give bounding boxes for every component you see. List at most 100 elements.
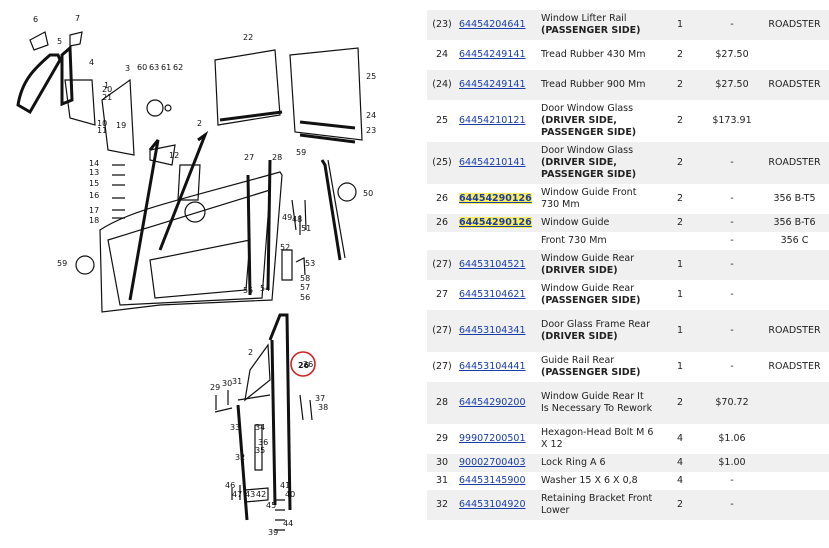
part-number-link[interactable]: 99907200501 (459, 433, 526, 444)
right-guide (281, 159, 357, 281)
part-description: Washer 15 X 6 X 0,8 (539, 472, 656, 490)
part-number-link[interactable]: 64453104521 (459, 259, 526, 270)
diagram-label: 28 (272, 153, 282, 162)
model-applicability (760, 472, 829, 490)
diagram-label: 51 (301, 224, 311, 233)
quantity: 2 (656, 70, 704, 100)
diagram-label: 42 (256, 490, 266, 499)
diagram-label: 13 (89, 168, 99, 177)
part-description: Door Glass Frame Rear(DRIVER SIDE) (539, 310, 656, 352)
ref-number: 30 (427, 454, 457, 472)
part-description: Retaining Bracket Front Lower (539, 490, 656, 520)
diagram-label: 27 (244, 153, 254, 162)
ref-number: 26 (427, 184, 457, 214)
part-description: Window Guide Rear It Is Necessary To Rew… (539, 382, 656, 424)
diagram-label: 1 (104, 81, 109, 90)
diagram-label: 14 (89, 159, 99, 168)
part-number-link[interactable]: 64453104441 (459, 361, 526, 372)
part-number-link[interactable]: 64454290126 (459, 217, 532, 228)
price: - (704, 472, 760, 490)
part-number-link[interactable]: 64454249141 (459, 79, 526, 90)
part-number-cell: 64453104521 (457, 250, 539, 280)
quantity: 2 (656, 490, 704, 520)
model-applicability: ROADSTER (760, 310, 829, 352)
part-number-link[interactable]: 64453145900 (459, 475, 526, 486)
part-description: Hexagon-Head Bolt M 6 X 12 (539, 424, 656, 454)
diagram-label: 57 (300, 283, 310, 292)
diagram-label: 23 (366, 126, 376, 135)
part-description: Guide Rail Rear(PASSENGER SIDE) (539, 352, 656, 382)
part-number-link[interactable]: 64453104341 (459, 325, 526, 336)
callout-59-left (75, 255, 95, 275)
diagram-label: 6 (33, 15, 38, 24)
diagram-label: 62 (173, 63, 183, 72)
diagram-label: 17 (89, 206, 99, 215)
quantity (656, 232, 704, 250)
ref-number: 25 (427, 100, 457, 142)
part-number-link[interactable]: 64454249141 (459, 49, 526, 60)
diagram-label: 20 (102, 85, 112, 94)
diagram-label: 60 (137, 63, 147, 72)
price: - (704, 490, 760, 520)
price: $70.72 (704, 382, 760, 424)
diagram-label: 21 (102, 93, 112, 102)
diagram-label: 39 (268, 528, 278, 537)
price: $1.06 (704, 424, 760, 454)
side-qualifier: (DRIVER SIDE, PASSENGER SIDE) (541, 115, 637, 138)
diagram-label: 2 (248, 348, 253, 357)
part-number-cell: 64453104441 (457, 352, 539, 382)
ref-number: (25) (427, 142, 457, 184)
part-number-cell: 90002700403 (457, 454, 539, 472)
diagram-label: 61 (161, 63, 171, 72)
part-number-cell: 64454210141 (457, 142, 539, 184)
description-text: Window Guide (541, 217, 610, 228)
part-number-link[interactable]: 64454290126 (459, 193, 532, 204)
part-number-cell: 64453104621 (457, 280, 539, 310)
diagram-label: 35 (255, 446, 265, 455)
window-glass (214, 47, 363, 144)
ref-number: 31 (427, 472, 457, 490)
description-text: Guide Rail Rear (541, 355, 615, 366)
part-number-link[interactable]: 64453104621 (459, 289, 526, 300)
quantity: 2 (656, 214, 704, 232)
part-number-link[interactable]: 90002700403 (459, 457, 526, 468)
model-applicability (760, 490, 829, 520)
part-number-link[interactable]: 64453104920 (459, 499, 526, 510)
quantity: 2 (656, 142, 704, 184)
diagram-label: 11 (97, 126, 107, 135)
description-text: Washer 15 X 6 X 0,8 (541, 475, 638, 486)
diagram-label: 53 (305, 259, 315, 268)
quantity: 1 (656, 310, 704, 352)
description-text: Window Lifter Rail (541, 13, 627, 24)
quantity: 2 (656, 382, 704, 424)
model-applicability: 356 B-T5 (760, 184, 829, 214)
part-number-link[interactable]: 64454204641 (459, 19, 526, 30)
description-text: Window Guide Rear (541, 253, 635, 264)
diagram-label: 15 (89, 179, 99, 188)
diagram-label: 54 (260, 284, 270, 293)
part-description: Front 730 Mm (539, 232, 656, 250)
diagram-label: 33 (230, 423, 240, 432)
part-number-link[interactable]: 64454290200 (459, 397, 526, 408)
price: - (704, 142, 760, 184)
ref-number: 28 (427, 382, 457, 424)
ref-number: 29 (427, 424, 457, 454)
model-applicability: 356 B-T6 (760, 214, 829, 232)
side-qualifier: (PASSENGER SIDE) (541, 25, 641, 36)
description-text: Window Guide Rear (541, 283, 635, 294)
part-description: Window Guide Front 730 Mm (539, 184, 656, 214)
part-number-cell: 64453104341 (457, 310, 539, 352)
part-number-cell: 64453104920 (457, 490, 539, 520)
part-number-link[interactable]: 64454210141 (459, 157, 526, 168)
diagram-label: 26 (303, 360, 313, 369)
diagram-label: 58 (300, 274, 310, 283)
part-description: Door Window Glass(DRIVER SIDE, PASSENGER… (539, 100, 656, 142)
part-description: Tread Rubber 900 Mm (539, 70, 656, 100)
part-number-link[interactable]: 64454210121 (459, 115, 526, 126)
